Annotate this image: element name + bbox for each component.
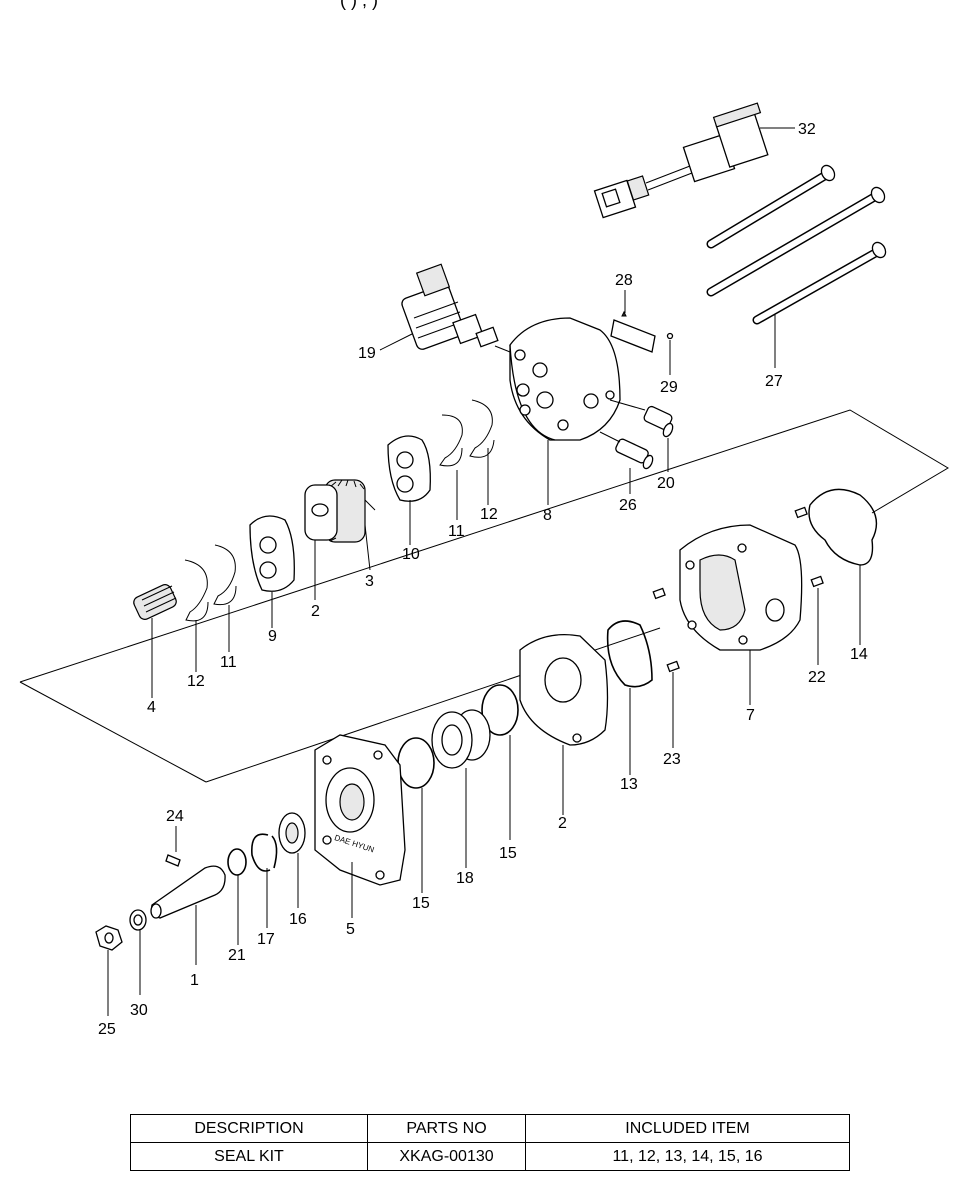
callout-14: 14: [850, 646, 868, 663]
part-15-oring-rear[interactable]: [481, 684, 519, 840]
callout-2-plate: 2: [558, 815, 567, 832]
callout-15-front: 15: [412, 895, 430, 912]
callout-5: 5: [346, 921, 355, 938]
callout-16: 16: [289, 911, 307, 928]
part-24-key[interactable]: [165, 826, 181, 867]
callout-9: 9: [268, 628, 277, 645]
callout-30: 30: [130, 1002, 148, 1019]
part-28-nameplate[interactable]: [610, 290, 656, 353]
part-4-coupling[interactable]: [132, 583, 178, 698]
callout-11-front: 11: [220, 654, 237, 671]
header-parts-no: PARTS NO: [367, 1114, 526, 1143]
assembly-outline: [19, 409, 949, 683]
part-12-clip-front[interactable]: [184, 559, 209, 672]
callout-12-rear: 12: [480, 506, 498, 523]
part-9-bushing[interactable]: [249, 515, 295, 628]
part-30-washer[interactable]: [129, 909, 147, 995]
callout-32: 32: [798, 121, 816, 138]
part-2-drive-gear[interactable]: [304, 484, 338, 600]
header-included-item: INCLUDED ITEM: [525, 1114, 850, 1143]
part-23-pin[interactable]: [666, 660, 680, 748]
cell-description: SEAL KIT: [130, 1142, 368, 1171]
part-22-pins[interactable]: [652, 506, 824, 665]
callout-19: 19: [358, 345, 376, 362]
part-20-fitting[interactable]: [609, 399, 675, 472]
callout-8: 8: [543, 507, 552, 524]
callout-11-rear: 11: [448, 523, 465, 540]
part-14-gasket[interactable]: [808, 488, 878, 645]
part-13-seal[interactable]: [606, 620, 653, 775]
part-17-snap-ring[interactable]: [251, 833, 278, 928]
part-5-front-cover[interactable]: DAE HYUN: [314, 734, 406, 918]
callout-2-gear: 2: [311, 603, 320, 620]
part-21-snap-ring[interactable]: [227, 848, 247, 945]
callout-29: 29: [660, 379, 678, 396]
callout-12-front: 12: [187, 673, 205, 690]
part-1-shaft[interactable]: [150, 865, 226, 965]
callout-18: 18: [456, 870, 474, 887]
part-11-clip-rear[interactable]: [439, 414, 463, 520]
callout-28: 28: [615, 272, 633, 289]
callout-3: 3: [365, 573, 374, 590]
callout-22: 22: [808, 669, 826, 686]
callout-24: 24: [166, 808, 184, 825]
part-16-oil-seal[interactable]: [278, 812, 306, 908]
callout-25: 25: [98, 1021, 116, 1038]
table-header-row: DESCRIPTION PARTS NO INCLUDED ITEM: [130, 1114, 850, 1143]
part-26-fitting[interactable]: [599, 431, 655, 494]
seal-kit-table: DESCRIPTION PARTS NO INCLUDED ITEM SEAL …: [130, 1114, 850, 1171]
top-caption-clipped: ( ) , ): [340, 0, 378, 10]
part-10-bushing[interactable]: [387, 435, 431, 545]
callout-10: 10: [402, 546, 420, 563]
callout-26: 26: [619, 497, 637, 514]
part-19-solenoid[interactable]: [379, 263, 511, 353]
callout-20: 20: [657, 475, 675, 492]
part-18-bearing[interactable]: [431, 709, 491, 868]
callout-15-rear: 15: [499, 845, 517, 862]
part-8-rear-cover[interactable]: [509, 317, 621, 505]
cell-included-item: 11, 12, 13, 14, 15, 16: [525, 1142, 850, 1171]
part-32-connector[interactable]: [593, 102, 795, 219]
callout-23: 23: [663, 751, 681, 768]
part-2-wear-plate[interactable]: [519, 633, 609, 815]
cell-parts-no: XKAG-00130: [367, 1142, 526, 1171]
part-12-clip-rear[interactable]: [469, 399, 495, 505]
part-25-nut[interactable]: [95, 925, 123, 1016]
callout-1: 1: [190, 972, 199, 989]
header-description: DESCRIPTION: [130, 1114, 368, 1143]
part-11-clip-front[interactable]: [213, 544, 237, 652]
table-row: SEAL KIT XKAG-00130 11, 12, 13, 14, 15, …: [130, 1142, 850, 1171]
callout-7: 7: [746, 707, 755, 724]
part-27-bolts[interactable]: [706, 163, 888, 368]
callout-21: 21: [228, 947, 246, 964]
part-7-gear-housing[interactable]: [679, 524, 803, 705]
callout-13: 13: [620, 776, 638, 793]
callout-27: 27: [765, 373, 783, 390]
callout-17: 17: [257, 931, 275, 948]
assembly-outline-bottom: [19, 681, 207, 783]
callout-4: 4: [147, 699, 156, 716]
part-29-rivet[interactable]: [666, 332, 674, 376]
